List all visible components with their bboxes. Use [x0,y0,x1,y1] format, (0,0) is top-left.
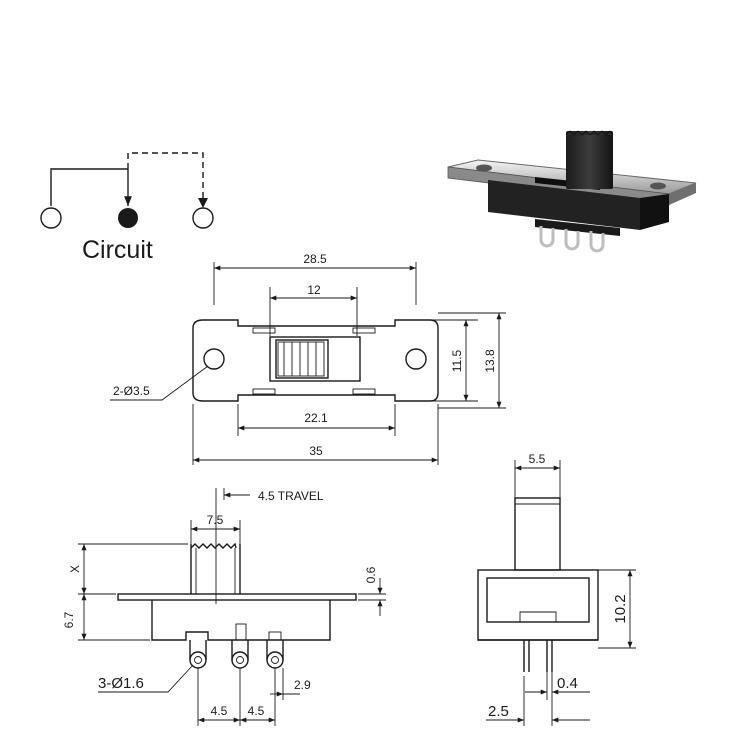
dim-body-height: 6.7 [62,611,76,628]
mount-hole-right-icon [405,348,427,370]
dim-pin-spacing: 2.5 [488,703,509,720]
dim-pin-thickness: 0.4 [557,675,578,692]
terminal-left-icon [40,207,62,229]
switch-photo [447,130,697,253]
dim-pitch-right: 4.5 [248,704,265,718]
dim-body-width: 22.1 [304,411,328,425]
dim-pin-offset: 2.9 [294,678,311,692]
side-view: 4.5 TRAVEL 7.5 X 6.7 [62,488,386,726]
pins-note: 3-Ø1.6 [98,675,144,692]
dim-overall-width: 35 [309,444,323,458]
dim-slot-length: 12 [307,283,321,297]
pin-center-icon [236,656,244,664]
end-view: 5.5 10.2 0.4 2.5 [477,452,636,726]
circuit-label: Circuit [82,236,153,264]
holes-note: 2-Ø3.5 [113,384,150,398]
terminal-common-icon [118,208,138,228]
dim-outer-height: 13.8 [483,349,497,373]
circuit-symbol: Circuit [40,152,214,264]
dim-actuator-height: X [68,565,82,573]
pin-right-icon [271,656,279,664]
pin-left-icon [194,656,202,664]
dim-inner-height: 11.5 [450,349,464,372]
dim-end-height: 10.2 [612,594,629,623]
dim-actuator-width: 7.5 [207,513,224,527]
travel-label: 4.5 TRAVEL [258,489,324,503]
dim-end-actuator-width: 5.5 [529,452,546,466]
terminal-right-icon [192,207,214,229]
dim-hole-pitch: 28.5 [303,252,327,266]
dim-pitch-left: 4.5 [211,704,228,718]
dim-plate-thickness: 0.6 [364,566,378,583]
mount-hole-left-icon [203,348,225,370]
top-view: 28.5 12 22.1 35 11.5 13.8 2-Ø3.5 [110,252,506,465]
